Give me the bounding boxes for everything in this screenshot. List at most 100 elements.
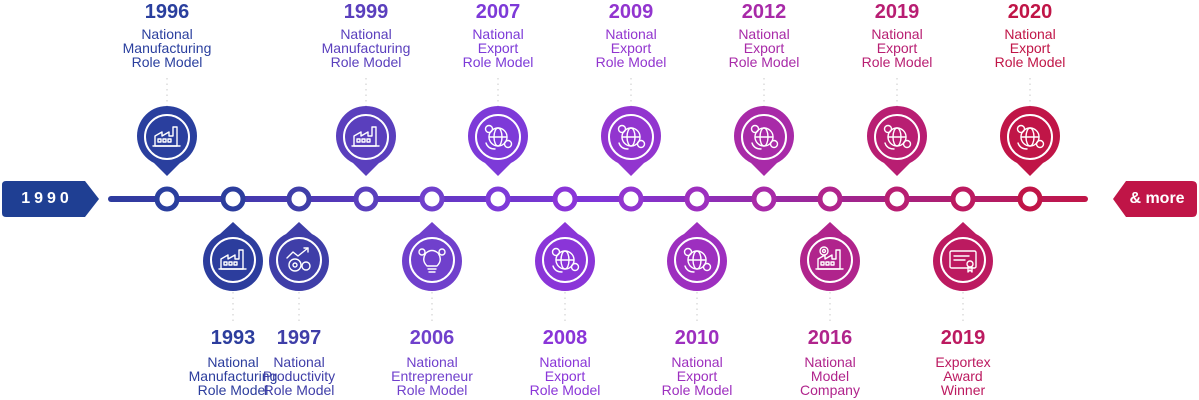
global-export-icon: [617, 124, 646, 150]
timeline-track: [108, 196, 1088, 202]
milestone-pin: [402, 222, 462, 292]
start-cap: [2, 181, 99, 217]
milestone-award: National Export Role Model: [595, 26, 667, 70]
milestone-year: 2008: [542, 327, 588, 349]
timeline-node: [817, 186, 843, 212]
certificate-icon: [949, 250, 977, 273]
pin-shape: [269, 222, 329, 292]
milestone-pin: [336, 105, 396, 176]
pin-inner-ring: [1007, 114, 1053, 160]
milestone-pin: [535, 222, 596, 292]
timeline-node: [751, 186, 777, 212]
milestone-award: National Export Role Model: [994, 26, 1066, 70]
milestone-pin: [601, 105, 661, 176]
milestone-award: Exportex Award Winner: [935, 354, 991, 398]
milestone-year: 2006: [409, 327, 455, 349]
factory-icon: [152, 126, 181, 147]
global-export-icon: [883, 124, 912, 150]
global-export-icon: [551, 247, 580, 273]
pin-inner-ring: [874, 114, 920, 160]
pin-shape: [468, 105, 529, 176]
milestone-year: 2016: [807, 327, 853, 349]
milestone-award: National Export Role Model: [462, 26, 534, 70]
timeline-node: [618, 186, 644, 212]
milestone-year: 2007: [475, 1, 521, 23]
timeline-node: [1017, 186, 1043, 212]
global-export-icon: [484, 124, 513, 150]
timeline-node: [154, 186, 180, 212]
milestone-award: National Productivity Role Model: [262, 354, 336, 398]
timeline-node: [286, 186, 312, 212]
pin-inner-ring: [807, 237, 853, 283]
pin-inner-ring: [608, 114, 654, 160]
milestone-pin: [867, 105, 927, 176]
factory-icon: [351, 126, 380, 147]
milestone-year: 2012: [741, 1, 787, 23]
milestone-award: National Export Role Model: [661, 354, 733, 398]
pin-inner-ring: [542, 237, 588, 283]
timeline-node: [884, 186, 910, 212]
idea-gear-icon: [418, 248, 446, 273]
milestone-pin: [667, 222, 727, 292]
pin-shape: [867, 105, 927, 176]
pin-shape: [402, 222, 462, 292]
timeline-node: [552, 186, 578, 212]
timeline-node: [485, 186, 511, 212]
start-label: 1990: [21, 190, 73, 207]
milestone-year: 1997: [276, 327, 322, 349]
milestone-pin: [269, 222, 329, 292]
milestone-year: 2009: [608, 1, 654, 23]
timeline-node: [220, 186, 246, 212]
pins-layer: [137, 105, 1060, 292]
milestone-pin: [1000, 105, 1060, 176]
milestone-year: 1999: [343, 1, 389, 23]
pin-shape: [137, 105, 197, 176]
milestone-award: National Export Role Model: [728, 26, 800, 70]
pin-inner-ring: [940, 237, 986, 283]
pin-inner-ring: [674, 237, 720, 283]
milestone-pin: [203, 222, 263, 292]
pin-inner-ring: [475, 114, 521, 160]
pin-inner-ring: [276, 237, 322, 283]
pin-shape: [667, 222, 727, 292]
factory-icon: [218, 249, 247, 270]
timeline-node: [419, 186, 445, 212]
milestone-year: 1996: [144, 1, 190, 23]
global-export-icon: [750, 124, 779, 150]
pin-shape: [601, 105, 661, 176]
milestone-pin: [137, 105, 197, 176]
milestone-year: 2010: [674, 327, 720, 349]
pin-inner-ring: [144, 114, 190, 160]
milestone-pin: [933, 222, 994, 292]
pin-shape: [1000, 105, 1060, 176]
milestone-award: National Manufacturing Role Model: [321, 26, 411, 70]
milestone-award: National Export Role Model: [861, 26, 933, 70]
end-label: & more: [1129, 190, 1185, 207]
factory-gear-icon: [815, 246, 844, 270]
end-cap: [1113, 181, 1197, 217]
timeline-node: [353, 186, 379, 212]
pin-shape: [535, 222, 596, 292]
milestone-pin: [734, 105, 794, 176]
pin-inner-ring: [741, 114, 787, 160]
pin-shape: [336, 105, 396, 176]
milestone-year: 1993: [210, 327, 256, 349]
pin-inner-ring: [210, 237, 256, 283]
global-export-icon: [683, 247, 712, 273]
milestone-year: 2019: [874, 1, 920, 23]
global-export-icon: [1016, 124, 1045, 150]
growth-chart-gear-icon: [286, 247, 311, 272]
guide-lines: [166, 78, 1031, 322]
milestone-award: National Export Role Model: [529, 354, 601, 398]
pin-shape: [734, 105, 794, 176]
nodes-layer: [154, 186, 1043, 212]
milestone-award: National Manufacturing Role Model: [122, 26, 212, 70]
timeline-node: [950, 186, 976, 212]
milestone-award: National Entrepreneur Role Model: [391, 354, 473, 398]
pin-inner-ring: [343, 114, 389, 160]
milestone-pin: [800, 222, 861, 292]
milestone-year: 2019: [940, 327, 986, 349]
milestone-pin: [468, 105, 529, 176]
